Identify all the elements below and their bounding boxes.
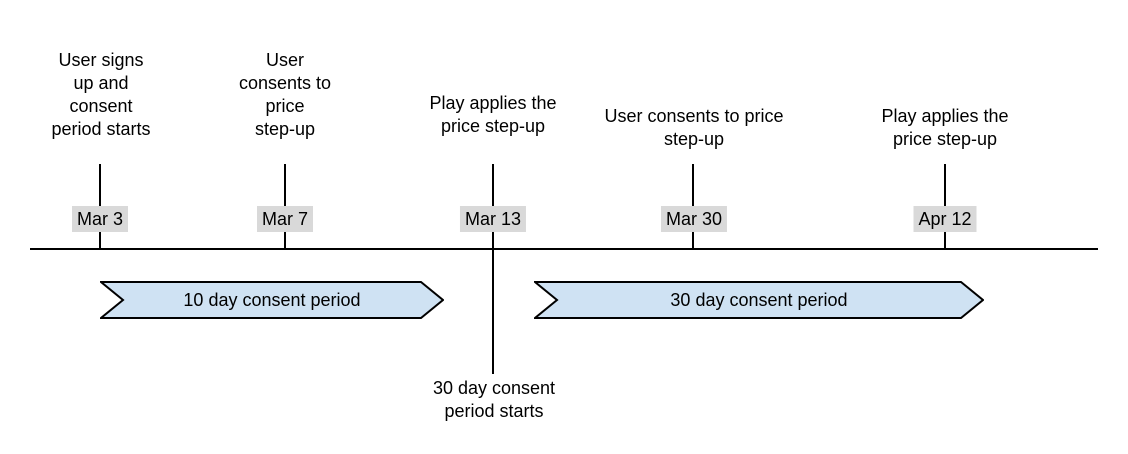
timeline-axis [30, 248, 1098, 250]
footnote-label: 30 day consent period starts [432, 378, 556, 421]
arrow-banner-shape [534, 281, 984, 319]
consent-period-label: 10 day consent period [183, 289, 361, 310]
arrow-banner-shape [100, 281, 444, 319]
event-label: User signs up and consent period starts [51, 50, 151, 139]
event-date-badge: Mar 30 [660, 206, 728, 232]
event-date-badge: Mar 13 [459, 206, 527, 232]
event-date-badge: Apr 12 [913, 206, 977, 232]
event-date-badge: Mar 7 [256, 206, 314, 232]
consent-period-banner: 10 day consent period [100, 281, 444, 319]
consent-period-label: 30 day consent period [670, 289, 848, 310]
event-label: Play applies the price step-up [429, 93, 557, 136]
event-label: Play applies the price step-up [881, 106, 1009, 149]
event-tick-line [492, 164, 494, 374]
event-date-badge: Mar 3 [71, 206, 129, 232]
consent-period-banner: 30 day consent period [534, 281, 984, 319]
event-label: User consents to price step-up [238, 50, 332, 139]
event-label: User consents to price step-up [604, 106, 784, 149]
